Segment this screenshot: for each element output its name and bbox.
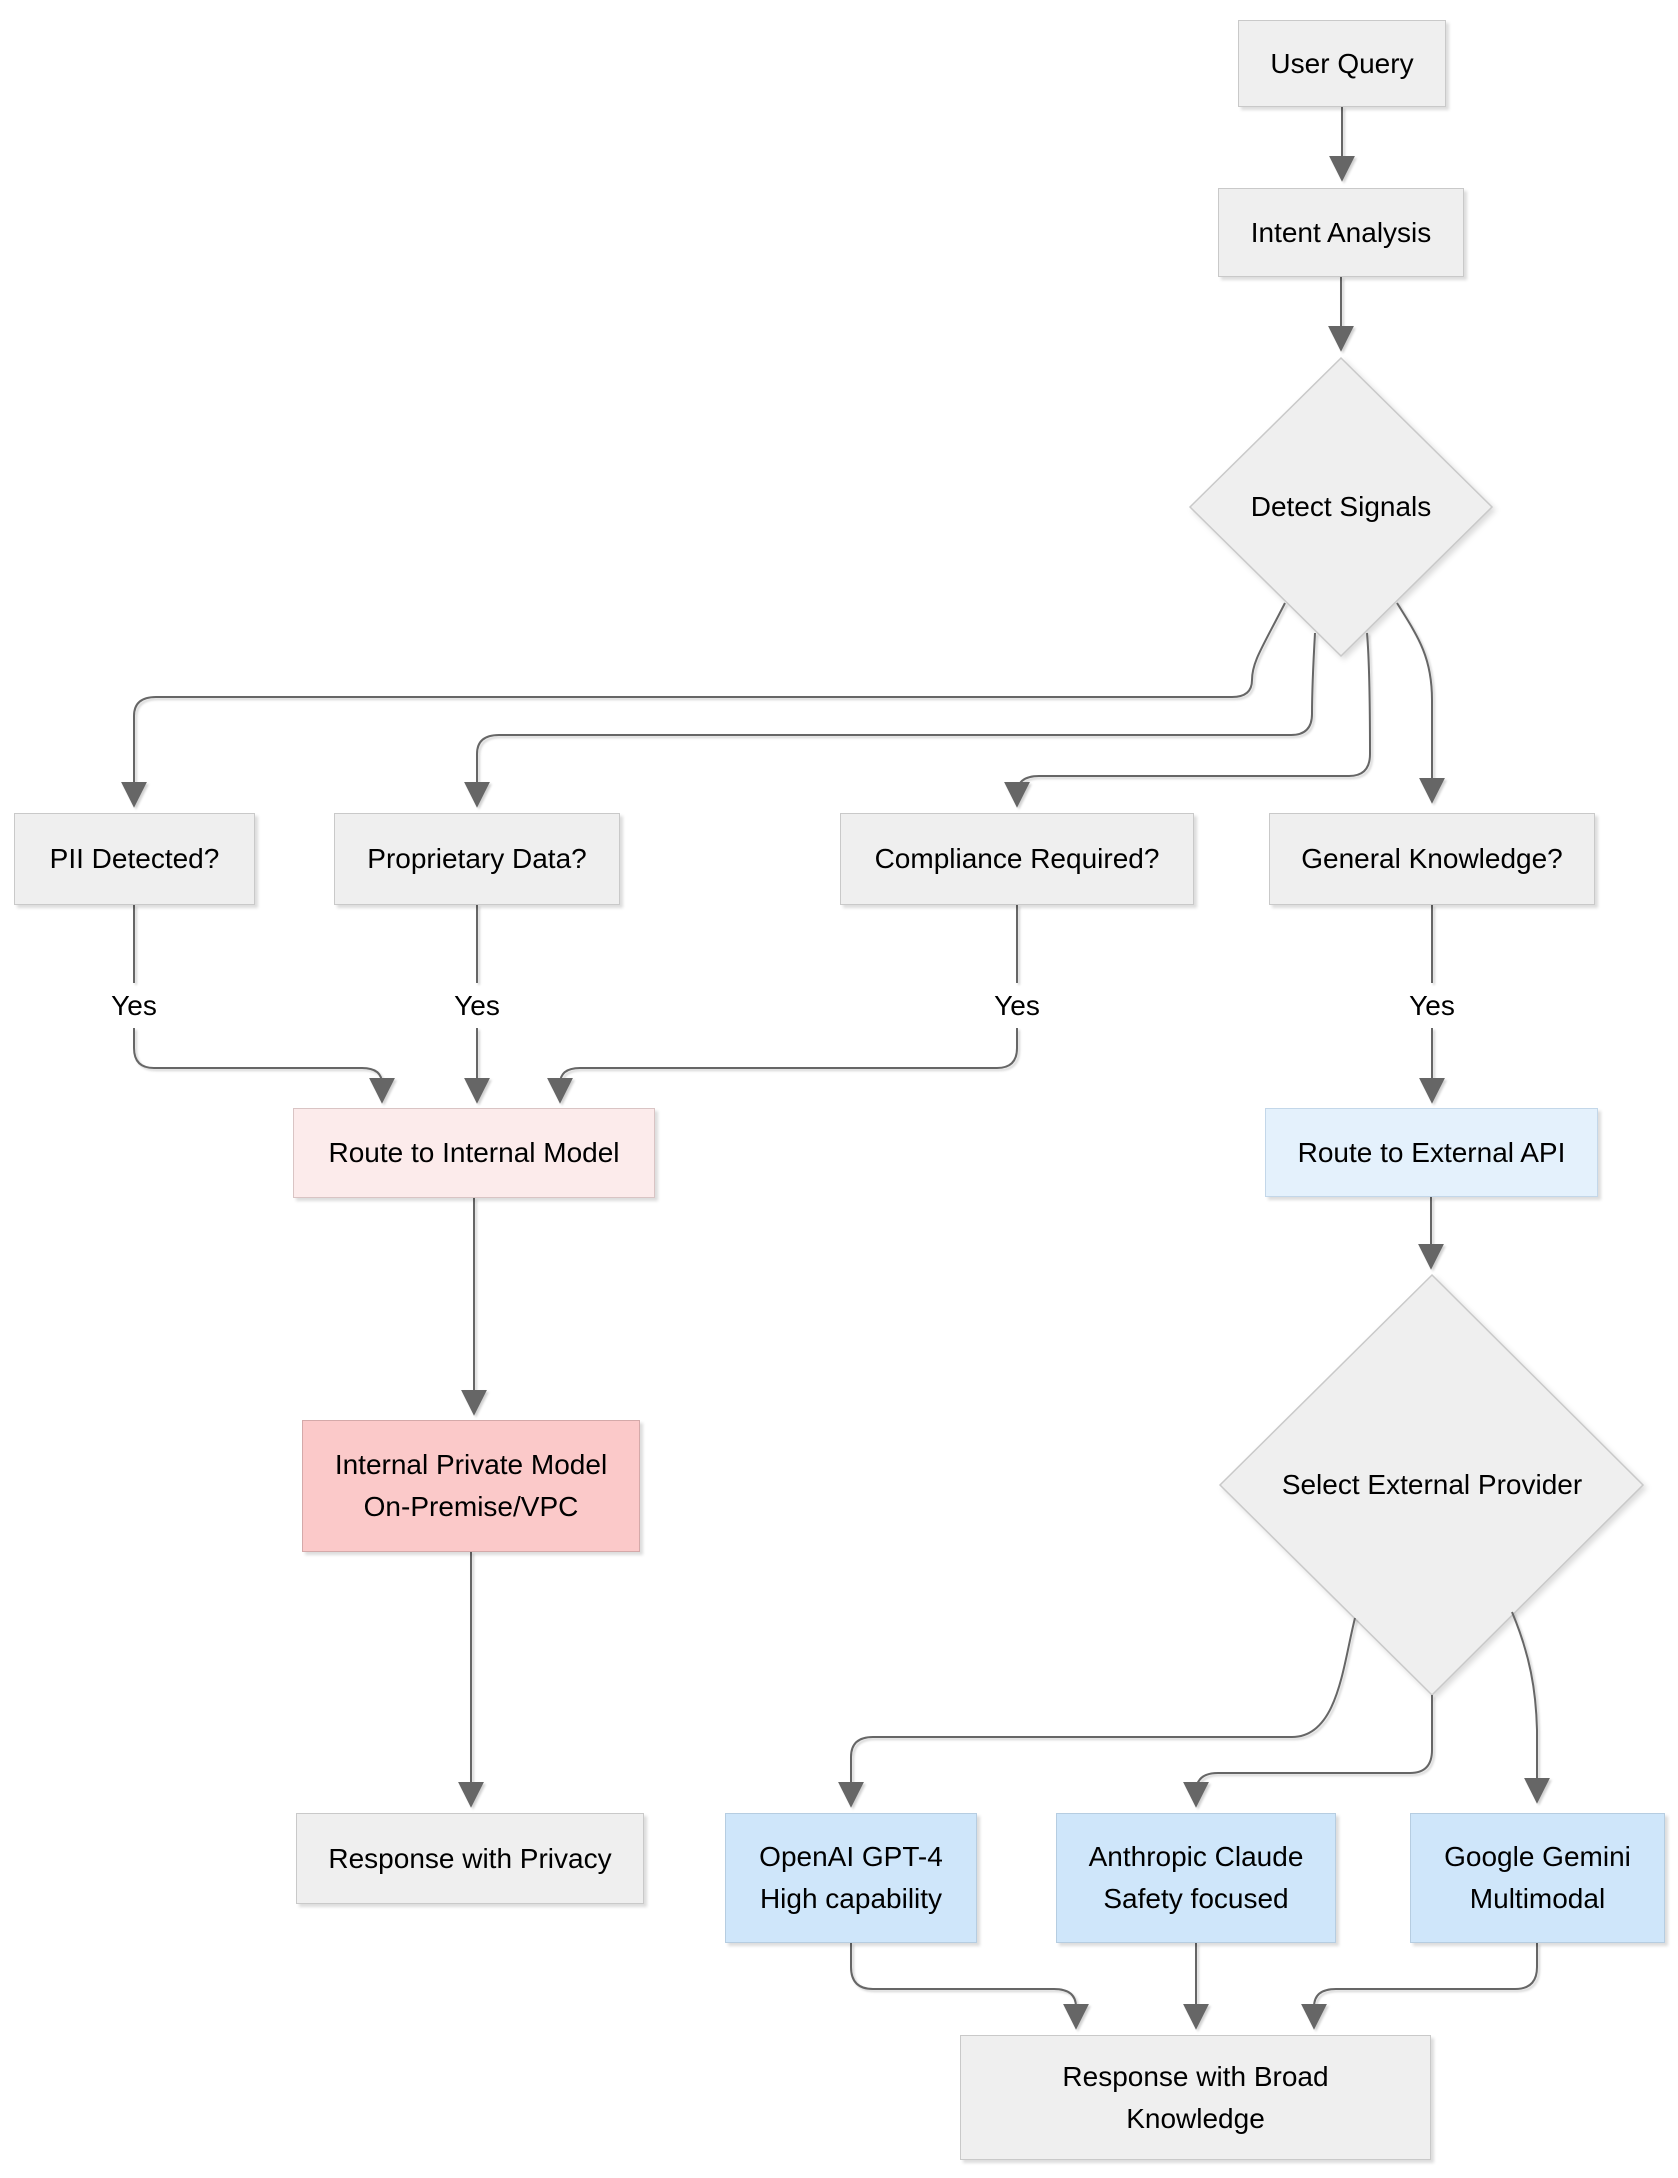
node-label-line1: Google Gemini bbox=[1444, 1841, 1631, 1872]
node-label-line2: On-Premise/VPC bbox=[363, 1491, 579, 1522]
edge-label-yes-pii: Yes bbox=[103, 990, 165, 1022]
node-label: Route to External API bbox=[1297, 1136, 1566, 1168]
node-label: Proprietary Data? bbox=[367, 843, 587, 874]
edge-selectprovider-anthropic bbox=[1183, 1695, 1433, 1808]
edge-label-yes-proprietary: Yes bbox=[446, 990, 508, 1022]
node-label: PII Detected? bbox=[49, 843, 220, 874]
edge-gemini-responsebroad bbox=[1301, 1943, 1538, 2030]
edge-compliance-yes-lower bbox=[547, 1028, 1018, 1104]
node-google-gemini: Google Gemini Multimodal bbox=[1410, 1813, 1665, 1943]
node-route-internal: Route to Internal Model bbox=[293, 1108, 655, 1198]
edge-selectprovider-openai bbox=[838, 1617, 1356, 1808]
edge-label-yes-general: Yes bbox=[1401, 990, 1463, 1022]
edge-label-yes-compliance: Yes bbox=[986, 990, 1048, 1022]
node-select-provider-label: Select External Provider bbox=[1281, 1469, 1583, 1500]
edge-detect-compliance bbox=[1004, 632, 1372, 808]
node-route-external: Route to External API bbox=[1265, 1108, 1598, 1197]
node-label-line2: Knowledge bbox=[1126, 2102, 1265, 2134]
node-label-line2: Multimodal bbox=[1469, 1883, 1606, 1914]
node-label-line1: Anthropic Claude bbox=[1088, 1841, 1304, 1872]
edge-pii-yes-lower bbox=[133, 1028, 395, 1104]
node-label: Response with Privacy bbox=[328, 1842, 612, 1874]
node-pii-detected: PII Detected? bbox=[14, 813, 255, 905]
node-label-line2: Safety focused bbox=[1103, 1883, 1289, 1914]
node-response-broad: Response with Broad Knowledge bbox=[960, 2035, 1431, 2160]
node-intent-analysis: Intent Analysis bbox=[1218, 188, 1464, 277]
node-label-line1: Response with Broad bbox=[1062, 2060, 1329, 2092]
node-anthropic-claude: Anthropic Claude Safety focused bbox=[1056, 1813, 1336, 1943]
detect-signals-diamond bbox=[1188, 356, 1494, 658]
edge-openai-responsebroad bbox=[850, 1943, 1089, 2030]
node-label: User Query bbox=[1270, 47, 1414, 79]
node-proprietary-data: Proprietary Data? bbox=[334, 813, 620, 905]
node-compliance-required: Compliance Required? bbox=[840, 813, 1194, 905]
node-user-query: User Query bbox=[1238, 20, 1446, 107]
node-label-line1: OpenAI GPT-4 bbox=[759, 1841, 943, 1872]
node-label: General Knowledge? bbox=[1301, 843, 1563, 874]
node-label-line2: High capability bbox=[759, 1883, 943, 1914]
node-label-line1: Internal Private Model bbox=[334, 1449, 608, 1480]
edge-detect-pii bbox=[121, 602, 1286, 808]
edge-selectprovider-gemini bbox=[1511, 1611, 1550, 1804]
node-openai-gpt4: OpenAI GPT-4 High capability bbox=[725, 1813, 977, 1943]
edge-detect-general bbox=[1396, 602, 1445, 804]
node-label: Compliance Required? bbox=[874, 843, 1160, 874]
node-general-knowledge: General Knowledge? bbox=[1269, 813, 1595, 905]
node-detect-signals-label: Detect Signals bbox=[1250, 491, 1432, 522]
node-internal-private-model: Internal Private Model On-Premise/VPC bbox=[302, 1420, 640, 1552]
node-response-privacy: Response with Privacy bbox=[296, 1813, 644, 1904]
node-label: Intent Analysis bbox=[1250, 216, 1432, 248]
node-label: Route to Internal Model bbox=[328, 1137, 620, 1168]
edge-detect-proprietary bbox=[464, 632, 1316, 808]
